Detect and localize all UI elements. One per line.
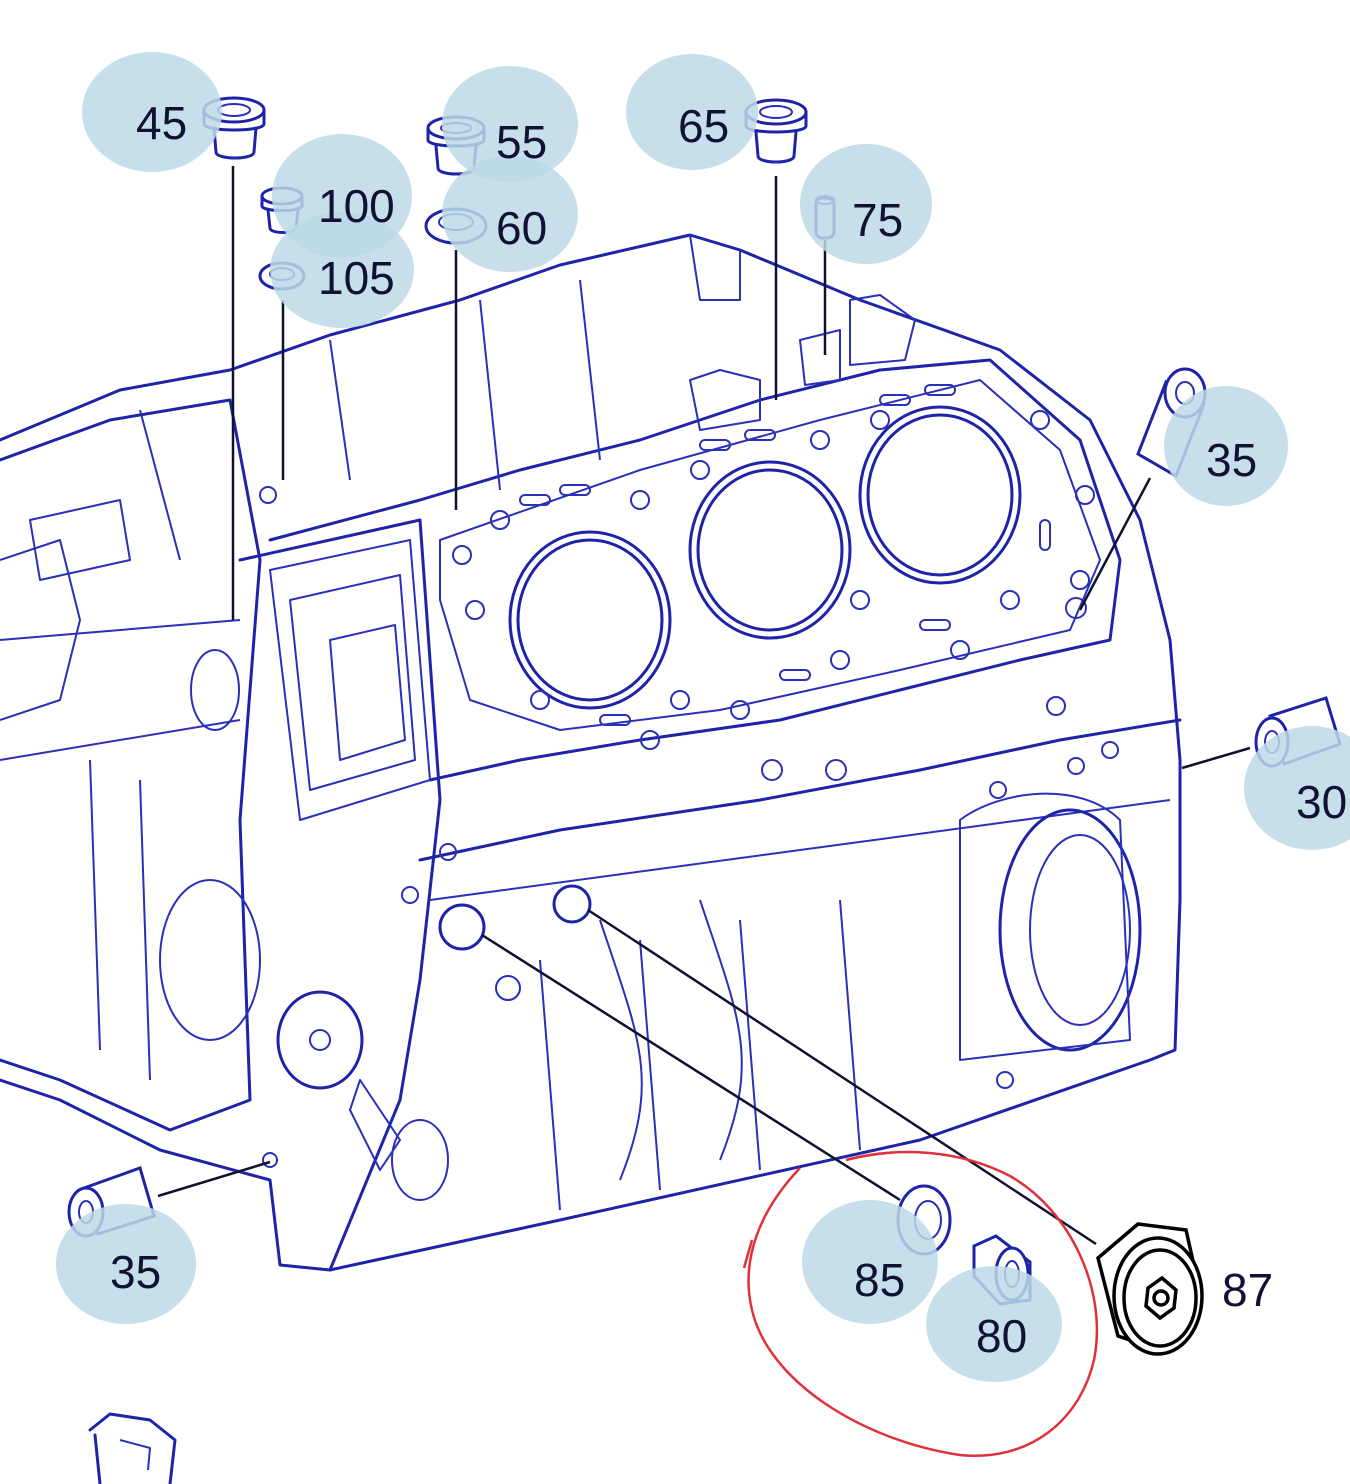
part-label-85: 85 xyxy=(854,1254,905,1306)
part-label-80: 80 xyxy=(976,1310,1027,1362)
engine-block-drawing xyxy=(0,233,1182,1484)
part-label-55: 55 xyxy=(496,116,547,168)
part-87-cover-plug-icon xyxy=(1096,1222,1204,1356)
part-label-35-bottom: 35 xyxy=(110,1246,161,1298)
part-label-105: 105 xyxy=(318,252,395,304)
part-label-35-top: 35 xyxy=(1206,434,1257,486)
callout-bubble-85 xyxy=(802,1200,938,1324)
callout-labels: 45 100 105 55 60 65 75 35 30 35 85 80 87 xyxy=(110,97,1347,1362)
part-label-87: 87 xyxy=(1222,1264,1273,1316)
callout-bubble-35-top xyxy=(1164,386,1288,506)
callout-bubble-55 xyxy=(442,66,578,182)
callout-bubble-45 xyxy=(82,52,222,172)
callout-bubble-105 xyxy=(270,212,414,328)
callout-bubble-65 xyxy=(626,54,758,170)
part-label-60: 60 xyxy=(496,202,547,254)
part-label-75: 75 xyxy=(852,194,903,246)
callout-bubble-75 xyxy=(800,144,932,264)
leader-lines xyxy=(157,166,1251,1246)
part-label-100: 100 xyxy=(318,180,395,232)
part-label-30: 30 xyxy=(1296,776,1347,828)
callout-bubble-80 xyxy=(926,1266,1062,1382)
part-label-65: 65 xyxy=(678,100,729,152)
callout-bubble-30 xyxy=(1244,726,1350,850)
red-annotation-circle xyxy=(747,1150,1099,1458)
callout-bubble-60 xyxy=(442,156,578,272)
part-label-45: 45 xyxy=(136,97,187,149)
callout-bubble-35-bottom xyxy=(56,1204,196,1324)
callout-bubbles xyxy=(56,52,1350,1382)
